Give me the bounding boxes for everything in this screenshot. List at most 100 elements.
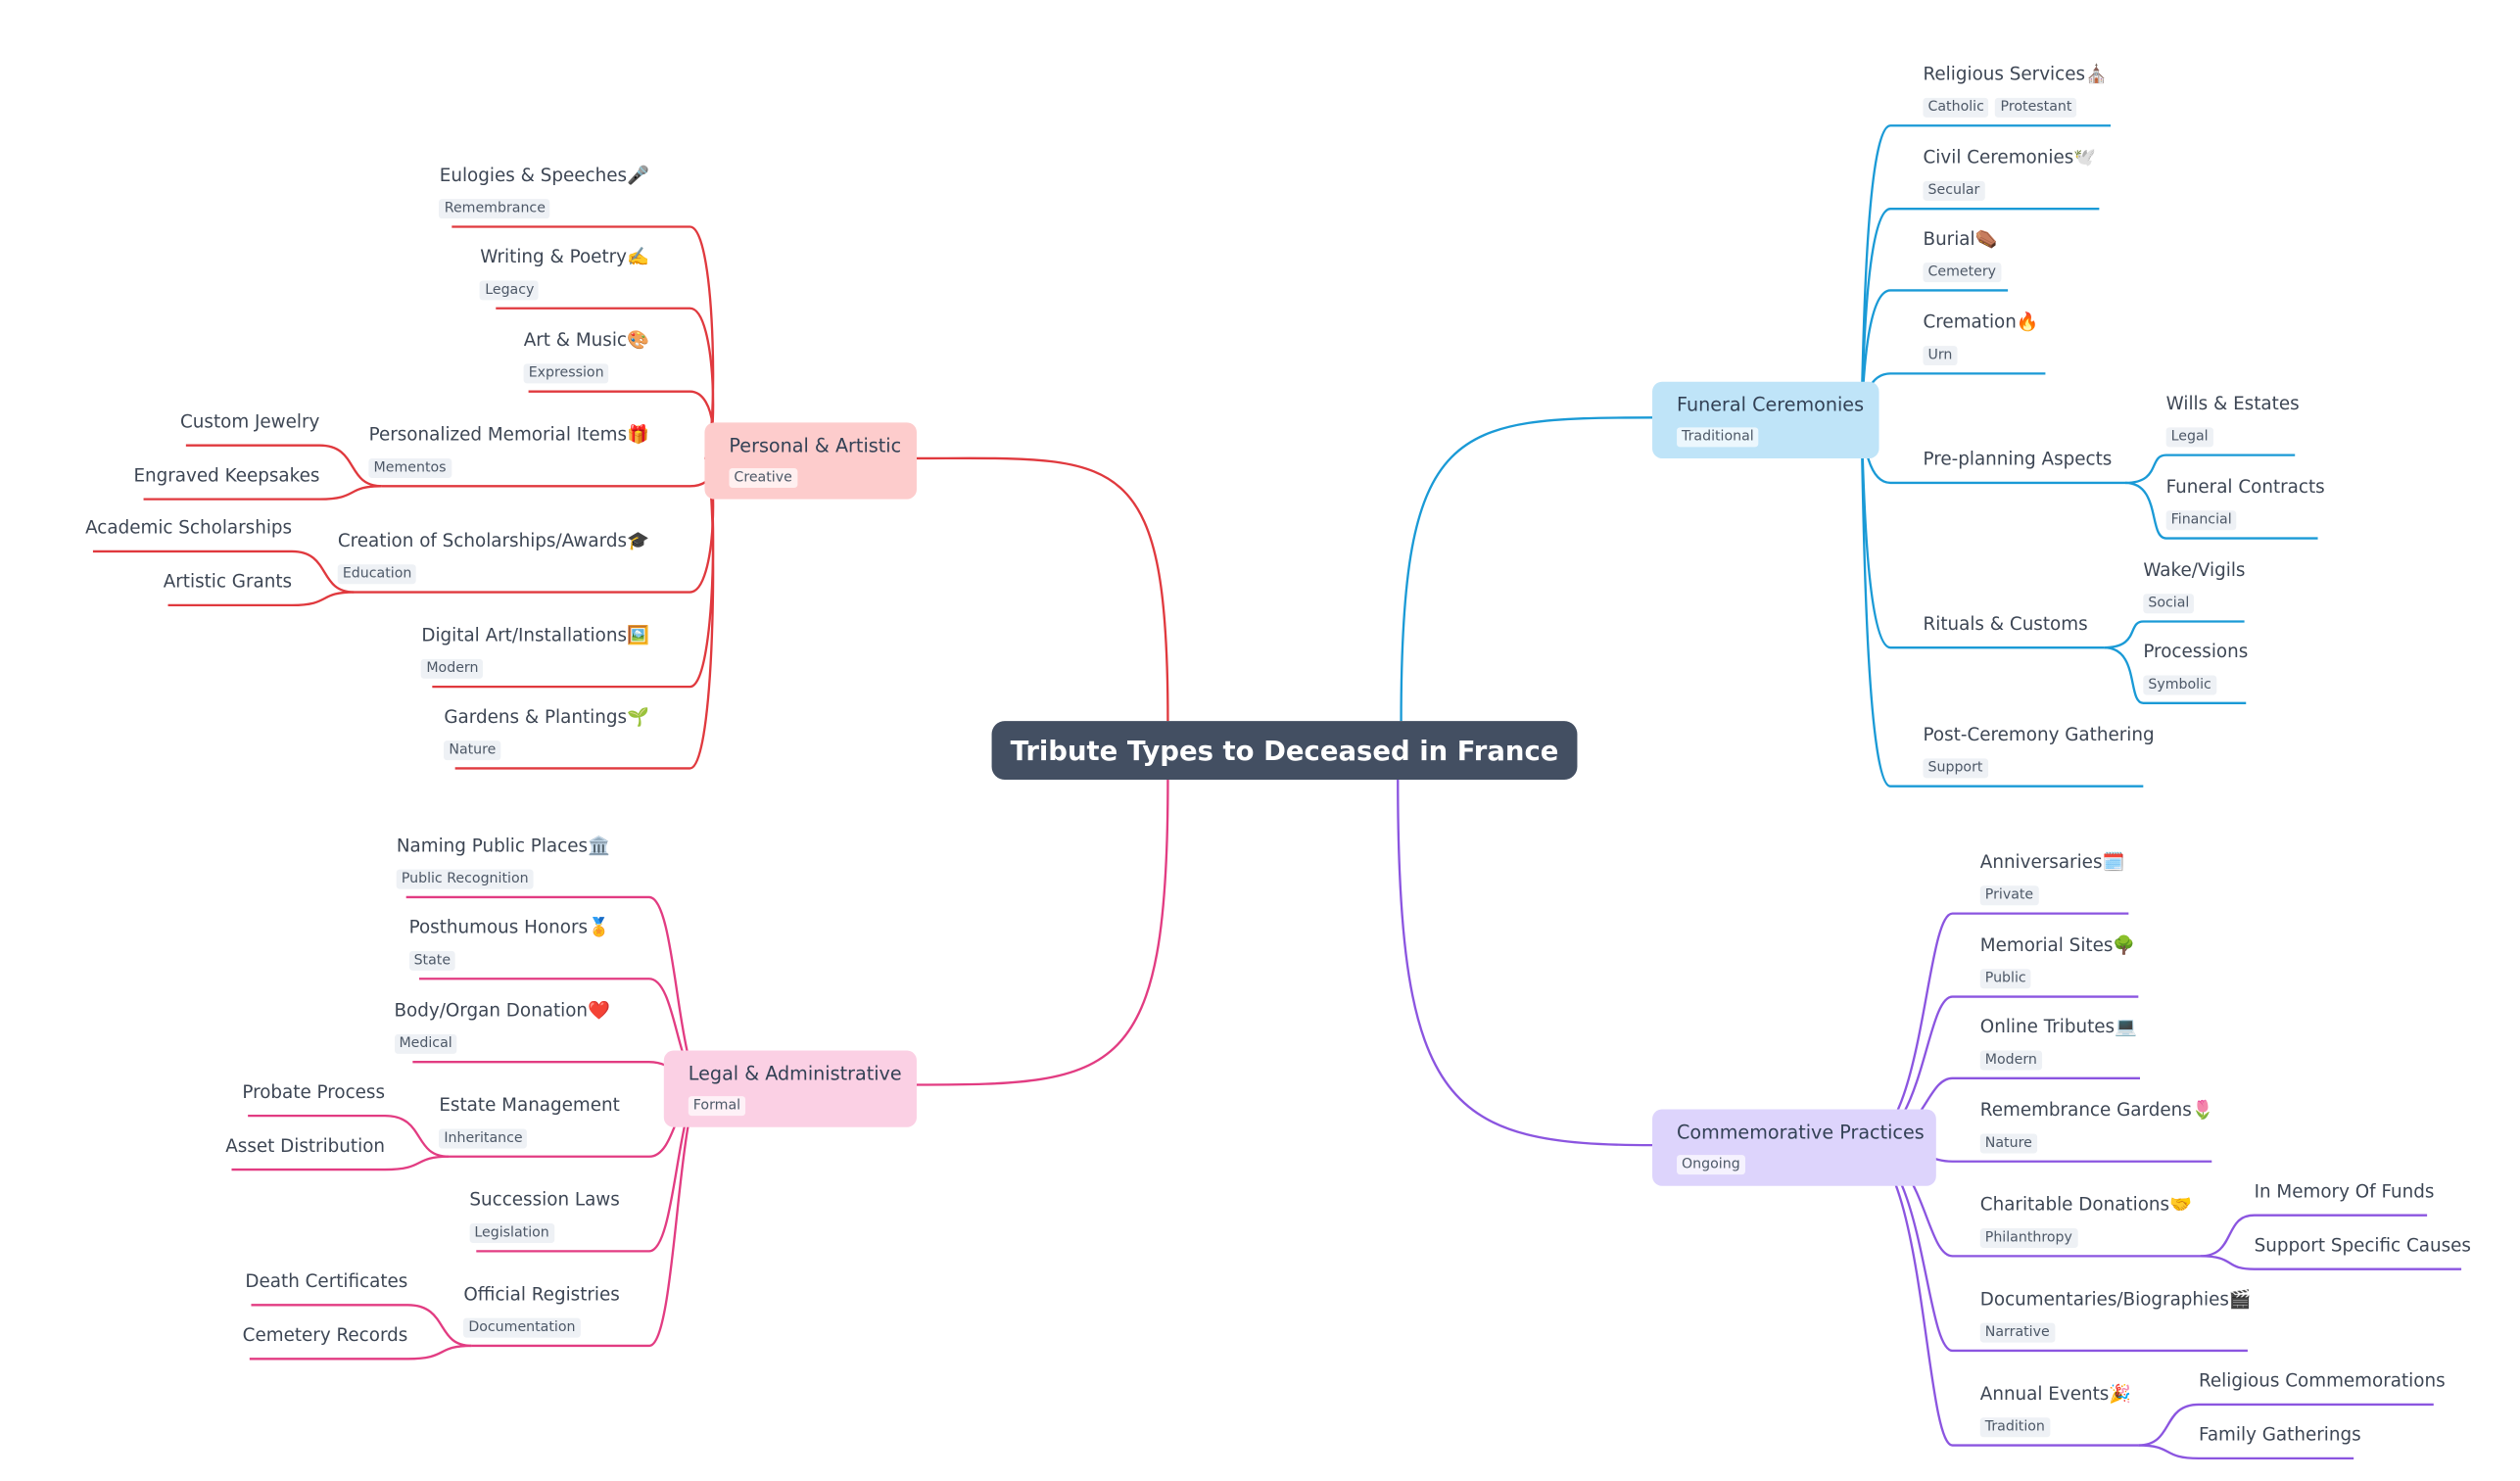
topic-eulogies-speeches[interactable]: Eulogies & Speeches🎤Remembrance [439, 165, 649, 219]
connector-academic-scholarships [92, 549, 355, 594]
topic-annual-events[interactable]: Annual Events🎉Tradition [1979, 1383, 2132, 1438]
topic-documentaries-biographies[interactable]: Documentaries/Biographies🎬Narrative [1979, 1289, 2252, 1343]
topic-tag: Legal [2165, 427, 2213, 448]
topic-burial[interactable]: Burial⚰️ Cemetery [1923, 228, 2008, 283]
topic-label: Burial⚰️ [1923, 228, 1998, 250]
topic-artistic-grants[interactable]: Artistic Grants [164, 571, 292, 594]
topic-label: Probate Process [242, 1081, 386, 1103]
topic-cemetery-records[interactable]: Cemetery Records [243, 1324, 408, 1347]
topic-asset-distribution[interactable]: Asset Distribution [225, 1135, 385, 1158]
topic-label: Cremation🔥 [1923, 311, 2039, 333]
connector-asset-distribution [231, 1155, 449, 1171]
connector-wills-estates [2125, 454, 2296, 485]
connector-support-specific-causes [2200, 1255, 2462, 1270]
connector-root-funeral [1400, 416, 1653, 722]
topic-label: Annual Events🎉 [1979, 1383, 2132, 1405]
topic-tag: Nature [1979, 1133, 2037, 1154]
connector-artistic-grants [167, 591, 355, 607]
topic-custom-jewelry[interactable]: Custom Jewelry [180, 411, 319, 434]
root-node[interactable]: Tribute Types to Deceased in France [991, 721, 1578, 781]
branch-commemorative-practices[interactable]: Commemorative Practices Ongoing [1652, 1109, 1936, 1186]
topic-tag: Mementos [368, 457, 452, 478]
branch-legal-administrative[interactable]: Legal & Administrative Formal [663, 1050, 917, 1127]
topic-tag: Cemetery [1923, 263, 2002, 283]
topic-pre-planning-aspects[interactable]: Pre-planning Aspects [1924, 449, 2113, 471]
branch-tag: Formal [688, 1096, 746, 1117]
topic-in-memory-of-funds[interactable]: In Memory Of Funds [2255, 1181, 2435, 1204]
topic-label: Religious Commemorations [2198, 1369, 2446, 1392]
root-title: Tribute Types to Deceased in France [1010, 735, 1559, 766]
topic-label: Digital Art/Installations🖼️ [421, 624, 649, 646]
branch-funeral-ceremonies[interactable]: Funeral Ceremonies Traditional [1652, 381, 1879, 458]
topic-anniversaries[interactable]: Anniversaries🗓️ Private [1979, 851, 2125, 906]
connector-probate-process [248, 1114, 449, 1158]
topic-label: In Memory Of Funds [2254, 1180, 2435, 1203]
topic-label: Anniversaries🗓️ [1979, 851, 2125, 873]
topic-label: Writing & Poetry✍️ [480, 246, 649, 268]
topic-civil-ceremonies[interactable]: Civil Ceremonies🕊️Secular [1923, 146, 2097, 201]
topic-tag: Private [1979, 885, 2039, 906]
topic-memorial-sites[interactable]: Memorial Sites🌳Public [1979, 934, 2136, 989]
topic-engraved-keepsakes[interactable]: Engraved Keepsakes [133, 465, 319, 488]
topic-label: Eulogies & Speeches🎤 [439, 165, 649, 186]
topic-label: Processions [2143, 641, 2249, 663]
topic-family-gatherings[interactable]: Family Gatherings [2199, 1424, 2361, 1447]
topic-tag: Narrative [1979, 1322, 2055, 1343]
topic-writing-poetry[interactable]: Writing & Poetry✍️Legacy [480, 246, 649, 301]
topic-art-music[interactable]: Art & Music🎨Expression [523, 329, 649, 384]
topic-tag: Education [337, 564, 417, 585]
topic-charitable-donations[interactable]: Charitable Donations🤝Philanthropy [1979, 1194, 2192, 1249]
topic-creation-of-scholarships-awards[interactable]: Creation of Scholarships/Awards🎓 Educatio… [337, 530, 649, 585]
topic-support-specific-causes[interactable]: Support Specific Causes [2255, 1235, 2471, 1258]
topic-label: Academic Scholarships [85, 516, 293, 539]
topic-rituals-customs[interactable]: Rituals & Customs [1924, 613, 2088, 636]
topic-label: Post-Ceremony Gathering [1923, 724, 2155, 746]
topic-digital-art-installations[interactable]: Digital Art/Installations🖼️Modern [421, 624, 649, 679]
topic-label: Religious Services⛪ [1923, 63, 2108, 85]
topic-remembrance-gardens[interactable]: Remembrance Gardens🌷 Nature [1979, 1099, 2214, 1154]
topic-body-organ-donation[interactable]: Body/Organ Donation❤️ Medical [394, 999, 610, 1054]
topic-label: Creation of Scholarships/Awards🎓 [337, 530, 649, 551]
topic-cremation[interactable]: Cremation🔥Urn [1923, 311, 2039, 366]
topic-death-certificates[interactable]: Death Certificates [245, 1270, 407, 1293]
connector-processions [2104, 645, 2247, 704]
topic-label: Body/Organ Donation❤️ [394, 999, 610, 1022]
topic-probate-process[interactable]: Probate Process [242, 1081, 385, 1104]
topic-label: Charitable Donations🤝 [1979, 1194, 2192, 1216]
branch-label: Funeral Ceremonies [1677, 393, 1865, 416]
topic-religious-services[interactable]: Religious Services⛪ Catholic Protestant [1923, 63, 2108, 118]
topic-label: Wills & Estates [2165, 393, 2300, 415]
topic-tag: Inheritance [439, 1128, 528, 1149]
topic-tag: Protestant [1995, 97, 2077, 118]
topic-gardens-plantings[interactable]: Gardens & Plantings🌱Nature [444, 706, 649, 761]
connector-family-gatherings [2138, 1444, 2354, 1460]
branch-label: Legal & Administrative [688, 1062, 902, 1085]
topic-label: Memorial Sites🌳 [1979, 934, 2136, 956]
topic-posthumous-honors[interactable]: Posthumous Honors🏅State [408, 917, 610, 971]
topic-label: Official Registries [463, 1283, 620, 1306]
topic-label: Gardens & Plantings🌱 [444, 706, 649, 728]
topic-tag: Catholic [1923, 97, 1989, 118]
connector-funeral-contracts [2124, 481, 2318, 540]
connector-wake-vigils [2104, 620, 2245, 649]
topic-naming-public-places[interactable]: Naming Public Places🏛️Public Recognition [396, 836, 610, 889]
topic-label: Civil Ceremonies🕊️ [1923, 146, 2097, 168]
topic-tag: Medical [394, 1033, 457, 1054]
topic-online-tributes[interactable]: Online Tributes💻Modern [1979, 1017, 2137, 1071]
topic-label: Remembrance Gardens🌷 [1979, 1099, 2214, 1122]
branch-label: Personal & Artistic [729, 433, 902, 457]
branch-personal-artistic[interactable]: Personal & Artistic Creative [704, 422, 917, 500]
topic-academic-scholarships[interactable]: Academic Scholarships [85, 517, 292, 540]
topic-label: Cemetery Records [242, 1324, 408, 1346]
topic-personalized-memorial-items[interactable]: Personalized Memorial Items🎁Mementos [368, 424, 649, 478]
topic-religious-commemorations[interactable]: Religious Commemorations [2199, 1370, 2446, 1393]
topic-label: Artistic Grants [163, 570, 293, 593]
